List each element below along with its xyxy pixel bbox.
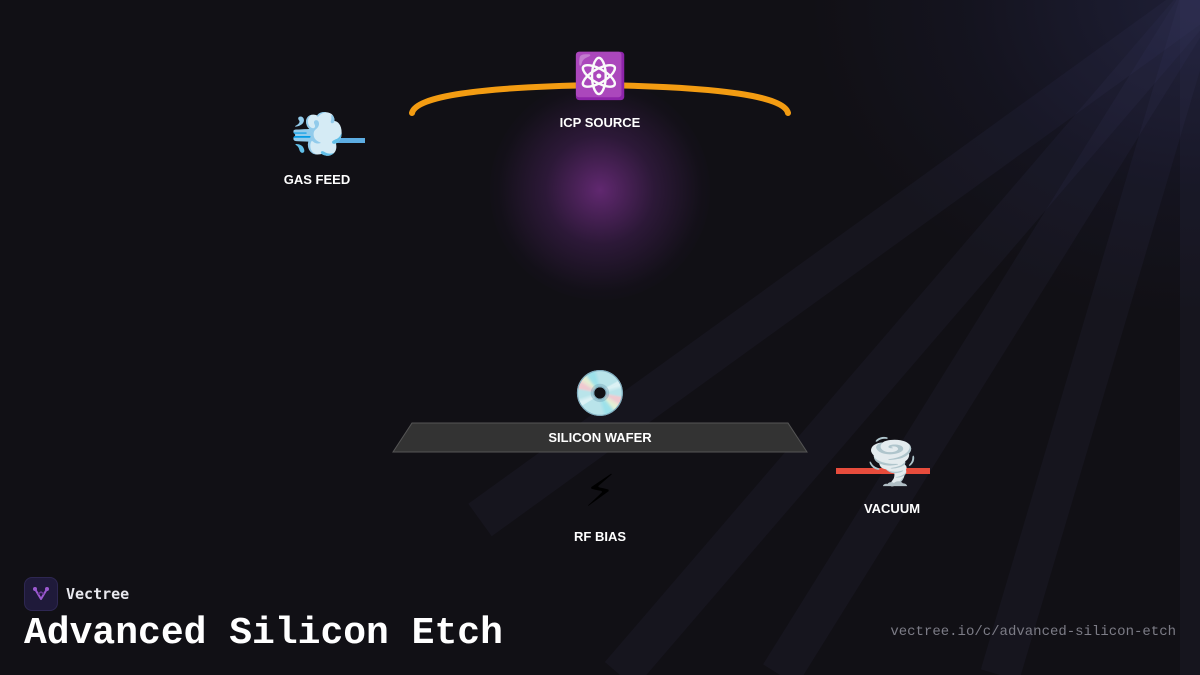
silicon-wafer-label: SILICON WAFER (548, 430, 652, 445)
icp-source-label: ICP SOURCE (559, 115, 641, 130)
disc-icon: 💿 (572, 368, 628, 419)
vacuum-label: VACUUM (863, 501, 921, 516)
dash-wind-icon: 💨 (290, 109, 346, 160)
atom-icon: ⚛️ (572, 51, 628, 102)
course-url-link[interactable]: vectree.io/c/advanced-silicon-etch (890, 624, 1176, 640)
gas-feed-pipe (318, 138, 365, 143)
brand[interactable]: Vectree (24, 577, 129, 611)
page-title: Advanced Silicon Etch (24, 612, 503, 655)
gas-feed-label: GAS FEED (283, 172, 351, 187)
lightning-icon: ⚡ (584, 466, 616, 517)
rf-bias-label: RF BIAS (574, 529, 626, 544)
tornado-icon: 🌪️ (864, 437, 920, 488)
vectree-logo-icon (24, 577, 58, 611)
vacuum-pipe (836, 468, 930, 474)
brand-name: Vectree (66, 585, 130, 603)
plasma-glow (490, 80, 710, 300)
